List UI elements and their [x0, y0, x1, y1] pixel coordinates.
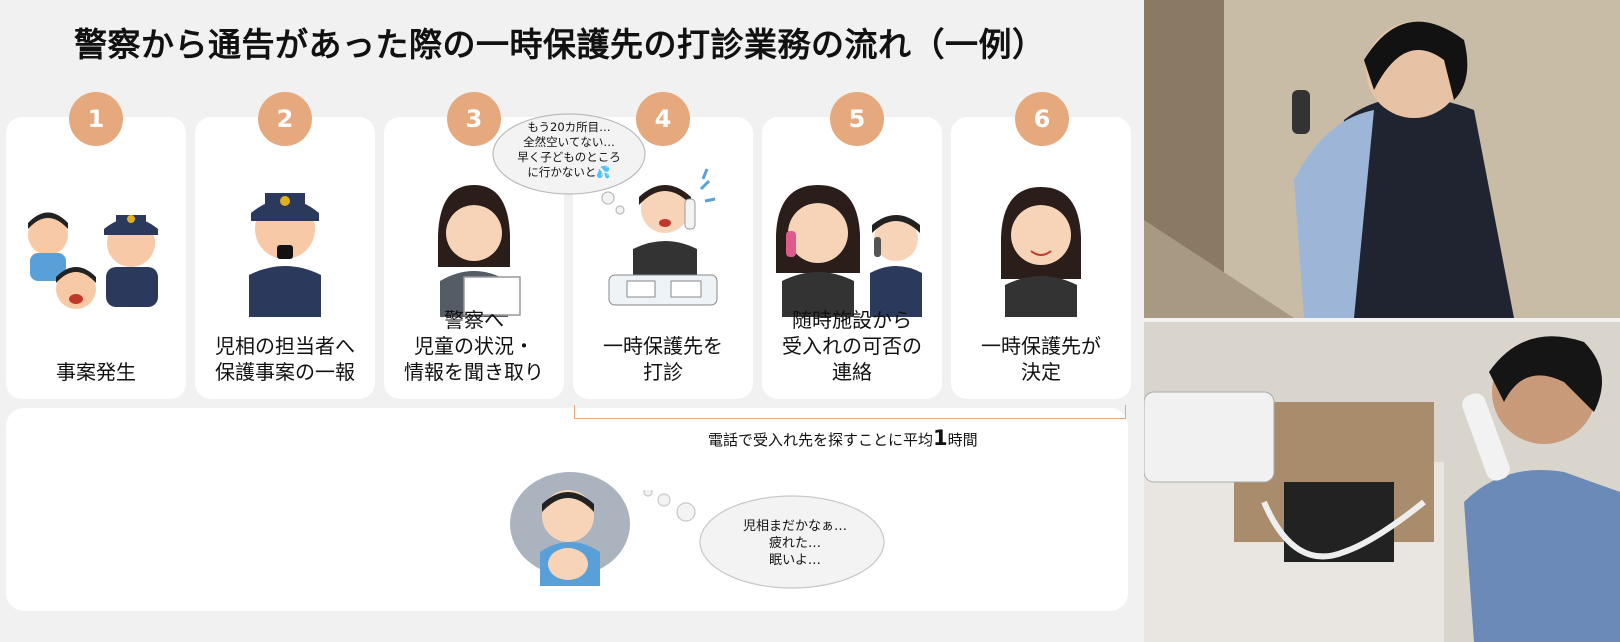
step-number-4: 4 — [636, 92, 690, 146]
step-card-1: 事案発生 — [6, 117, 186, 399]
step-label-4: 一時保護先を 打診 — [603, 334, 723, 384]
child-thought-bubble: 児相まだかなぁ… 疲れた… 眠いよ… — [640, 490, 890, 600]
staff-phoning-illustration — [608, 168, 718, 306]
photo-staff-phone-stairwell — [1144, 0, 1620, 318]
step-number-3: 3 — [447, 92, 501, 146]
thought-cloud-shape — [492, 113, 646, 215]
facility-contact-illustration — [776, 185, 922, 317]
note-suffix: 時間 — [947, 431, 978, 449]
child-thought-cloud-shape — [643, 490, 885, 589]
note-prefix: 電話で受入れ先を探すことに平均 — [708, 431, 934, 449]
step-label-6: 一時保護先が 決定 — [981, 334, 1101, 384]
incident-illustration — [28, 212, 158, 309]
step-label-3: 警察へ 児童の状況・ 情報を聞き取り — [404, 308, 544, 384]
step-label-1: 事案発生 — [56, 360, 136, 384]
staff-thought-text: もう20カ所目… 全然空いてない… 早く子どものところ に行かないと💦 — [517, 120, 621, 179]
photo-staff-desk-phone — [1144, 322, 1620, 642]
page-title: 警察から通告があった際の一時保護先の打診業務の流れ（一例） — [74, 25, 1046, 64]
staff-thought-bubble: もう20カ所目… 全然空いてない… 早く子どものところ に行かないと💦 — [488, 108, 650, 216]
note-number: 1 — [933, 426, 948, 450]
waiting-child-illustration — [510, 472, 630, 586]
phone-duration-bracket — [574, 405, 1126, 419]
step-number-6: 6 — [1015, 92, 1069, 146]
step-label-2: 児相の担当者へ 保護事案の一報 — [215, 334, 355, 384]
staff-listening-illustration — [438, 185, 521, 317]
step-number-5: 5 — [830, 92, 884, 146]
staff-relieved-illustration — [1001, 187, 1081, 317]
police-officer-illustration — [249, 193, 321, 317]
step-number-1: 1 — [69, 92, 123, 146]
step-card-6: 一時保護先が 決定 — [951, 117, 1131, 399]
child-thought-text: 児相まだかなぁ… 疲れた… 眠いよ… — [742, 519, 847, 568]
step-card-5: 随時施設から 受入れの可否の 連絡 — [762, 117, 942, 399]
step-number-2: 2 — [258, 92, 312, 146]
phone-duration-note: 電話で受入れ先を探すことに平均1時間 — [708, 426, 978, 450]
step-label-5: 随時施設から 受入れの可否の 連絡 — [782, 308, 922, 384]
step-card-2: 児相の担当者へ 保護事案の一報 — [195, 117, 375, 399]
